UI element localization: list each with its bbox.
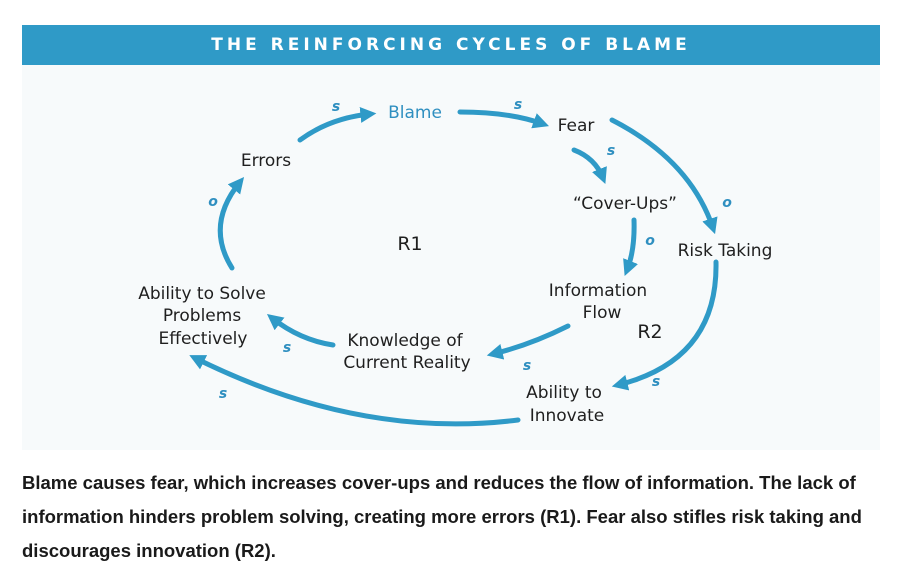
link-infoflow-knowledge	[486, 323, 571, 360]
polarity-knowledge-solve: s	[283, 340, 291, 356]
node-cover-ups: “Cover-Ups”	[573, 194, 677, 214]
node-risk-taking: Risk Taking	[678, 241, 773, 261]
node-ability-innovate-line1: Ability to	[526, 383, 602, 403]
title-banner: THE REINFORCING CYCLES OF BLAME	[22, 25, 880, 65]
polarity-blame-fear: s	[514, 97, 522, 113]
link-risktaking-innovate	[611, 259, 719, 391]
node-ability-innovate-line2: Innovate	[530, 406, 605, 426]
polarity-fear-risktaking: o	[722, 195, 732, 211]
link-errors-blame	[297, 106, 377, 143]
link-fear-risktaking	[609, 117, 718, 235]
node-blame: Blame	[388, 103, 442, 123]
node-knowledge-line2: Current Reality	[343, 353, 470, 373]
node-information-flow-line2: Flow	[583, 303, 622, 323]
polarity-errors-blame: s	[332, 99, 340, 115]
node-knowledge-line1: Knowledge of	[347, 331, 463, 351]
link-fear-coverups	[571, 147, 607, 184]
node-fear: Fear	[558, 116, 595, 136]
polarity-coverups-infoflow: o	[645, 233, 655, 249]
link-coverups-infoflow	[623, 217, 638, 276]
polarity-risktaking-innovate: s	[652, 374, 660, 390]
link-knowledge-solve	[266, 314, 336, 348]
node-information-flow-line1: Information	[549, 281, 647, 301]
diagram-caption: Blame causes fear, which increases cover…	[22, 472, 862, 561]
loop-label-r2: R2	[637, 321, 662, 343]
node-ability-solve-line3: Effectively	[159, 329, 248, 349]
loop-label-r1: R1	[397, 233, 422, 255]
node-ability-solve-line2: Problems	[163, 306, 242, 326]
polarity-fear-coverups: s	[607, 143, 615, 159]
link-solve-errors	[217, 177, 245, 271]
link-blame-fear	[457, 109, 550, 129]
polarity-innovate-solve: s	[219, 386, 227, 402]
node-ability-solve-line1: Ability to Solve	[138, 284, 266, 304]
node-errors: Errors	[241, 151, 291, 171]
polarity-infoflow-knowledge: s	[523, 358, 531, 374]
link-innovate-solve	[189, 355, 521, 427]
diagram-title: THE REINFORCING CYCLES OF BLAME	[211, 35, 691, 55]
polarity-solve-errors: o	[208, 194, 218, 210]
diagram-background	[22, 65, 880, 450]
